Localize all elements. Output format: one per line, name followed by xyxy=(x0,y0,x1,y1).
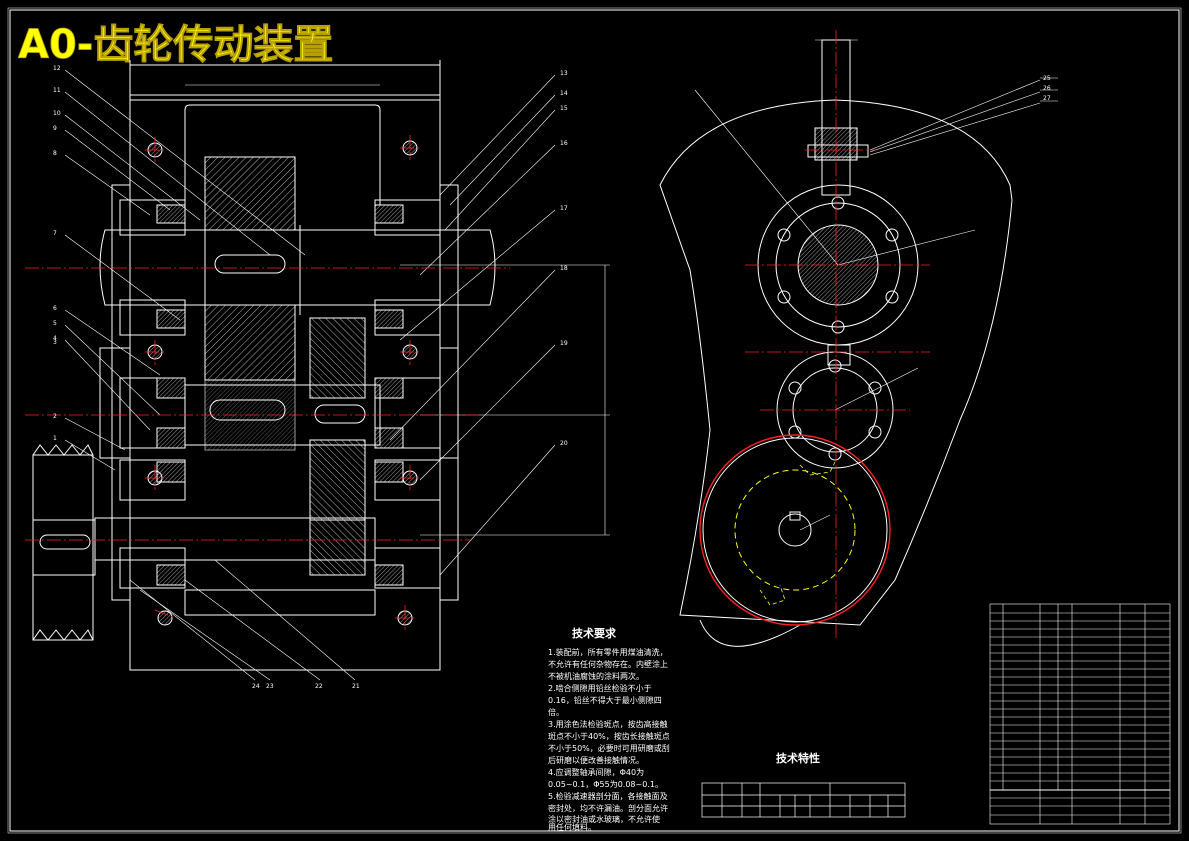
part-no: 10 xyxy=(53,110,61,117)
part-no: 25 xyxy=(1043,75,1051,82)
center-lines xyxy=(25,135,510,630)
part-no: 23 xyxy=(266,683,274,690)
drawing-frame xyxy=(7,7,1182,834)
part-no: 7 xyxy=(53,230,57,237)
tech-line: 用任何填料。 xyxy=(548,822,596,832)
tech-line: 2.啮合侧隙用铅丝检验不小于 xyxy=(548,683,652,693)
tech-line: 后研磨以便改善接触情况。 xyxy=(548,755,644,765)
part-no: 18 xyxy=(560,265,568,272)
part-no: 27 xyxy=(1043,95,1051,102)
drawing-title: A0-齿轮传动装置 xyxy=(18,22,333,68)
part-no: 21 xyxy=(352,683,360,690)
technical-features: 技术特性 xyxy=(701,751,906,818)
technical-requirements: 技术要求 1.装配前，所有零件用煤油清洗， 不允许有任何杂物存在。内壁涂上 不被… xyxy=(548,626,670,832)
part-no: 13 xyxy=(560,70,568,77)
side-center-lines xyxy=(745,30,930,640)
part-no: 26 xyxy=(1043,85,1051,92)
part-no: 6 xyxy=(53,305,57,312)
tech-line: 0.05~0.1，Φ55为0.08~0.1。 xyxy=(548,779,663,789)
tech-features-table xyxy=(701,782,906,818)
part-no: 16 xyxy=(560,140,568,147)
part-no: 4 xyxy=(53,335,57,342)
tech-requirements-heading: 技术要求 xyxy=(572,626,617,640)
tech-line: 不被机油腐蚀的涂料两次。 xyxy=(548,671,644,681)
part-no: 8 xyxy=(53,150,57,157)
part-no: 19 xyxy=(560,340,568,347)
part-no: 12 xyxy=(53,65,61,72)
gearbox-section-view xyxy=(32,60,610,681)
title-block xyxy=(989,603,1171,825)
tech-features-heading: 技术特性 xyxy=(776,751,820,765)
tech-line: 涂以密封油或水玻璃，不允许使 xyxy=(548,814,660,824)
gearbox-side-view xyxy=(659,39,1058,647)
part-no: 22 xyxy=(315,683,323,690)
tech-line: 3.用涂色法检验斑点，按齿高接触 xyxy=(548,719,668,729)
tech-line: 1.装配前，所有零件用煤油清洗， xyxy=(548,647,668,657)
part-no: 20 xyxy=(560,440,568,447)
part-no: 1 xyxy=(53,435,57,442)
part-no: 5 xyxy=(53,320,57,327)
tech-line: 4.应调整轴承间隙，Φ40为 xyxy=(548,767,644,777)
part-no: 3 xyxy=(53,339,57,346)
tech-line: 0.16，铅丝不得大于最小侧隙四 xyxy=(548,695,662,705)
tech-line: 密封处，均不许漏油。剖分面允许 xyxy=(548,803,668,813)
tech-line: 不允许有任何杂物存在。内壁涂上 xyxy=(548,659,668,669)
tech-line: 倍。 xyxy=(548,707,564,717)
part-no: 14 xyxy=(560,90,568,97)
part-no: 9 xyxy=(53,125,57,132)
part-no: 11 xyxy=(53,87,61,94)
tech-line: 不小于50%，必要时可用研磨或刮 xyxy=(548,743,670,753)
pulley-side-view xyxy=(699,434,891,626)
part-number-labels: 12 11 10 9 8 7 6 5 4 3 2 1 13 14 15 16 1… xyxy=(53,65,1051,690)
tech-line: 5.检验减速器剖分面，各接触面及 xyxy=(548,791,668,801)
part-no: 24 xyxy=(252,683,260,690)
part-no: 17 xyxy=(560,205,568,212)
gear-hatching xyxy=(156,156,404,586)
part-no: 15 xyxy=(560,105,568,112)
tech-line: 斑点不小于40%，按齿长接触斑点 xyxy=(548,731,670,741)
part-no: 2 xyxy=(53,413,57,420)
